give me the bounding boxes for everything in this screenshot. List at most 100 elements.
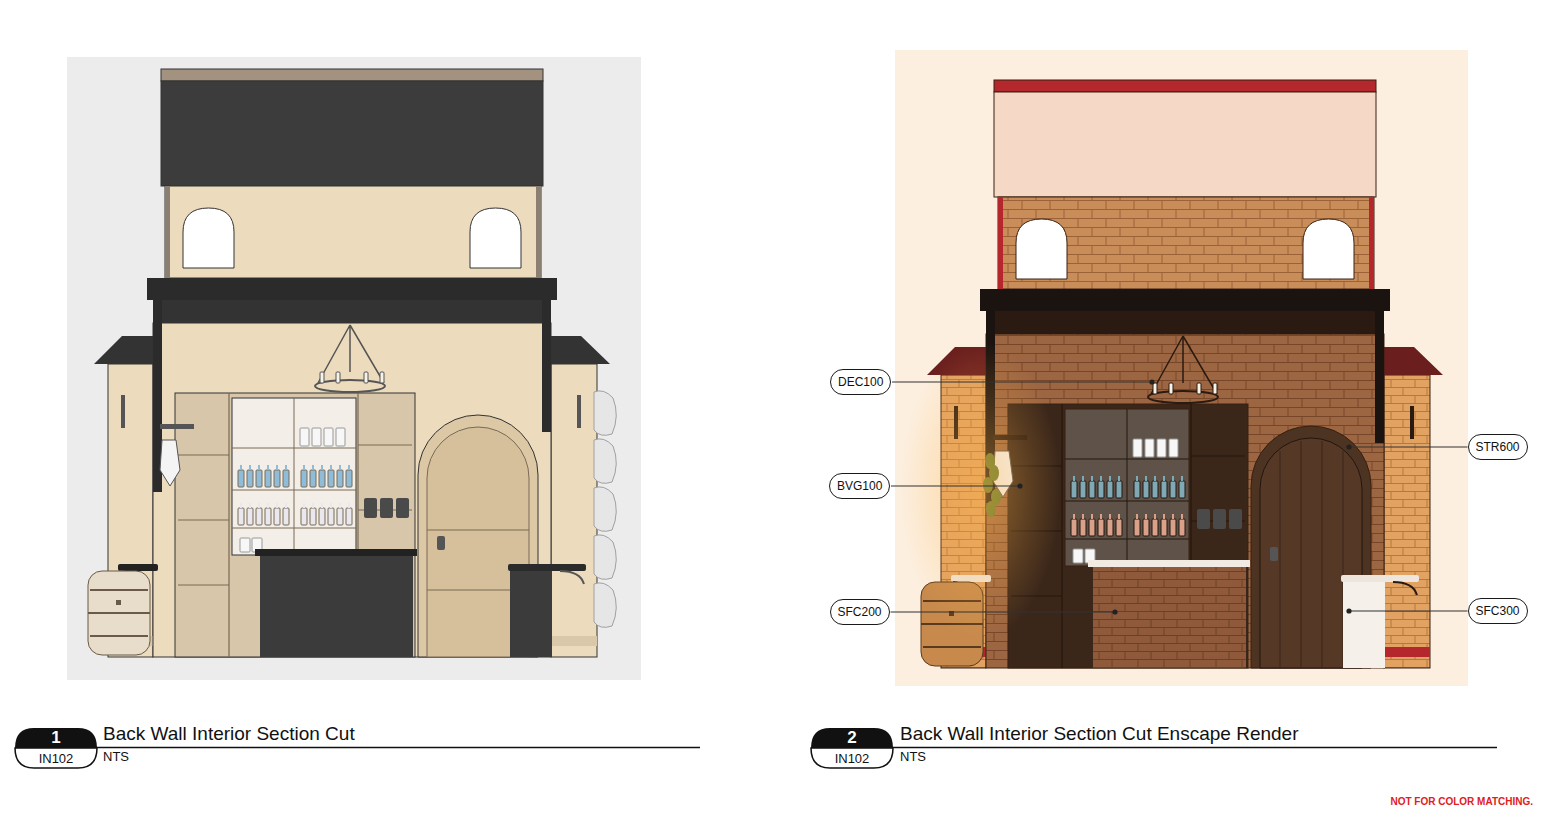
bottle-neck xyxy=(348,503,350,508)
wing-base xyxy=(551,636,597,646)
wing-wall xyxy=(1384,375,1430,668)
marker-upper xyxy=(15,728,97,748)
bottle-neck xyxy=(339,503,341,508)
door-handle xyxy=(1270,547,1278,561)
lamp-arm xyxy=(160,424,194,429)
bottle xyxy=(337,470,343,487)
rubble-stone xyxy=(594,583,616,627)
callout-tag: BVG100 xyxy=(829,473,890,499)
marker-lower xyxy=(15,748,97,768)
jar xyxy=(1133,439,1142,457)
candle xyxy=(1213,383,1217,394)
counter-top xyxy=(1088,560,1250,567)
marker-shape xyxy=(810,727,894,769)
lantern xyxy=(160,440,180,486)
candle xyxy=(1169,383,1173,394)
wall-fixture xyxy=(1410,406,1414,439)
callout-code: DEC100 xyxy=(838,375,883,389)
bottle-neck xyxy=(321,503,323,508)
rubble-stone xyxy=(594,535,616,579)
leader-dot xyxy=(1346,444,1351,449)
bottle xyxy=(1089,519,1095,536)
bottle xyxy=(1152,481,1158,498)
marker-upper xyxy=(811,728,893,748)
fascia xyxy=(153,300,551,323)
bottle xyxy=(328,508,334,525)
canister xyxy=(1229,509,1242,529)
bottle-neck xyxy=(348,465,350,470)
cabinet-shelf xyxy=(232,398,356,555)
chandelier-ring xyxy=(315,380,385,392)
bottle-neck xyxy=(258,503,260,508)
dark-pillar xyxy=(1375,311,1384,443)
bottle-neck xyxy=(249,503,251,508)
bottle-neck xyxy=(1073,476,1075,481)
light-glow xyxy=(900,340,1060,640)
candle xyxy=(320,372,324,383)
bottle xyxy=(1080,519,1086,536)
bottle xyxy=(247,470,253,487)
bottle-neck xyxy=(276,503,278,508)
callout-tag: SFC300 xyxy=(1468,598,1528,624)
bottle-neck xyxy=(1163,476,1165,481)
callout-tag: SFC200 xyxy=(830,599,890,625)
leader-line xyxy=(1349,446,1468,447)
bracket xyxy=(560,571,584,584)
bottle xyxy=(238,470,244,487)
bottle xyxy=(1170,519,1176,536)
shelving-unit xyxy=(175,393,415,657)
side-counter-top xyxy=(1341,575,1419,582)
fascia xyxy=(986,311,1384,334)
leader-lines xyxy=(891,379,1468,614)
shelf-board xyxy=(178,454,229,455)
jar xyxy=(1169,439,1178,457)
bottle xyxy=(1161,481,1167,498)
barrel-tap xyxy=(116,600,121,605)
bottle xyxy=(256,508,262,525)
scale-note: NTS xyxy=(103,750,129,765)
glass-cabinet xyxy=(1065,409,1189,566)
wall-post xyxy=(1369,197,1374,289)
barrel xyxy=(88,571,150,655)
leader-dot xyxy=(1017,483,1022,488)
roof-band xyxy=(161,81,543,186)
bottle xyxy=(310,508,316,525)
wall-post xyxy=(998,197,1003,289)
bottle-neck xyxy=(312,503,314,508)
bottle-neck xyxy=(1172,476,1174,481)
jar xyxy=(1145,439,1154,457)
candle xyxy=(1153,383,1157,394)
bottle-neck xyxy=(1118,476,1120,481)
bottle-neck xyxy=(1073,514,1075,519)
bottle-neck xyxy=(321,465,323,470)
jar xyxy=(336,428,345,446)
bottle-neck xyxy=(1082,514,1084,519)
roof-cap xyxy=(994,80,1376,92)
bottle xyxy=(319,470,325,487)
wall-fixture xyxy=(121,395,125,428)
rubble-stone xyxy=(594,391,616,435)
wing-wall xyxy=(551,364,597,657)
upper-wall xyxy=(998,197,1374,289)
wall-post xyxy=(536,186,541,278)
leader-line xyxy=(891,485,1020,486)
bottle-neck xyxy=(339,465,341,470)
bottle xyxy=(1071,481,1077,498)
callout-tag: DEC100 xyxy=(830,369,891,395)
bottle xyxy=(1116,481,1122,498)
bottle xyxy=(1143,519,1149,536)
bottle xyxy=(301,470,307,487)
arched-window xyxy=(183,208,234,268)
bottle-neck xyxy=(267,503,269,508)
bottle-neck xyxy=(1145,514,1147,519)
canister xyxy=(1213,509,1226,529)
bottle-neck xyxy=(1172,514,1174,519)
arched-window xyxy=(1303,219,1354,279)
bottle xyxy=(1071,519,1077,536)
bottle-neck xyxy=(1100,514,1102,519)
bottle xyxy=(283,508,289,525)
bottle-neck xyxy=(1091,514,1093,519)
candle xyxy=(336,372,340,383)
callout-code: SFC300 xyxy=(1476,604,1520,618)
